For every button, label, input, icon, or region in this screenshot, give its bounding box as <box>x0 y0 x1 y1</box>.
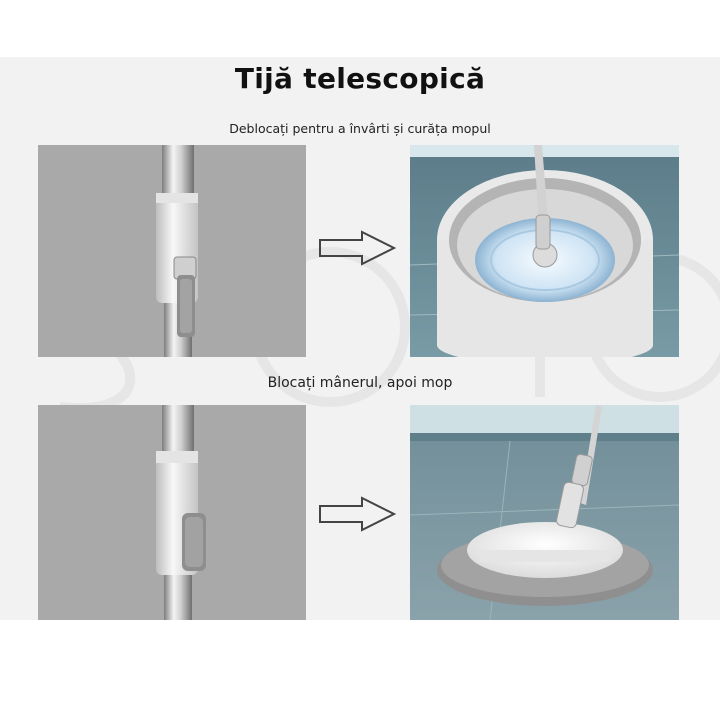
caption-lock: Blocați mânerul, apoi mop <box>267 375 453 391</box>
caption-unlock: Deblocați pentru a învârti și curăța mop… <box>229 121 491 136</box>
image-locked-latch <box>38 405 306 620</box>
image-unlocked-latch <box>38 145 306 357</box>
image-mop-on-floor <box>410 405 679 620</box>
image-mop-in-bucket <box>410 145 679 357</box>
page-title: Tijă telescopică <box>234 62 486 95</box>
arrow-right-icon-2 <box>318 496 398 532</box>
arrow-right-icon <box>318 230 398 266</box>
